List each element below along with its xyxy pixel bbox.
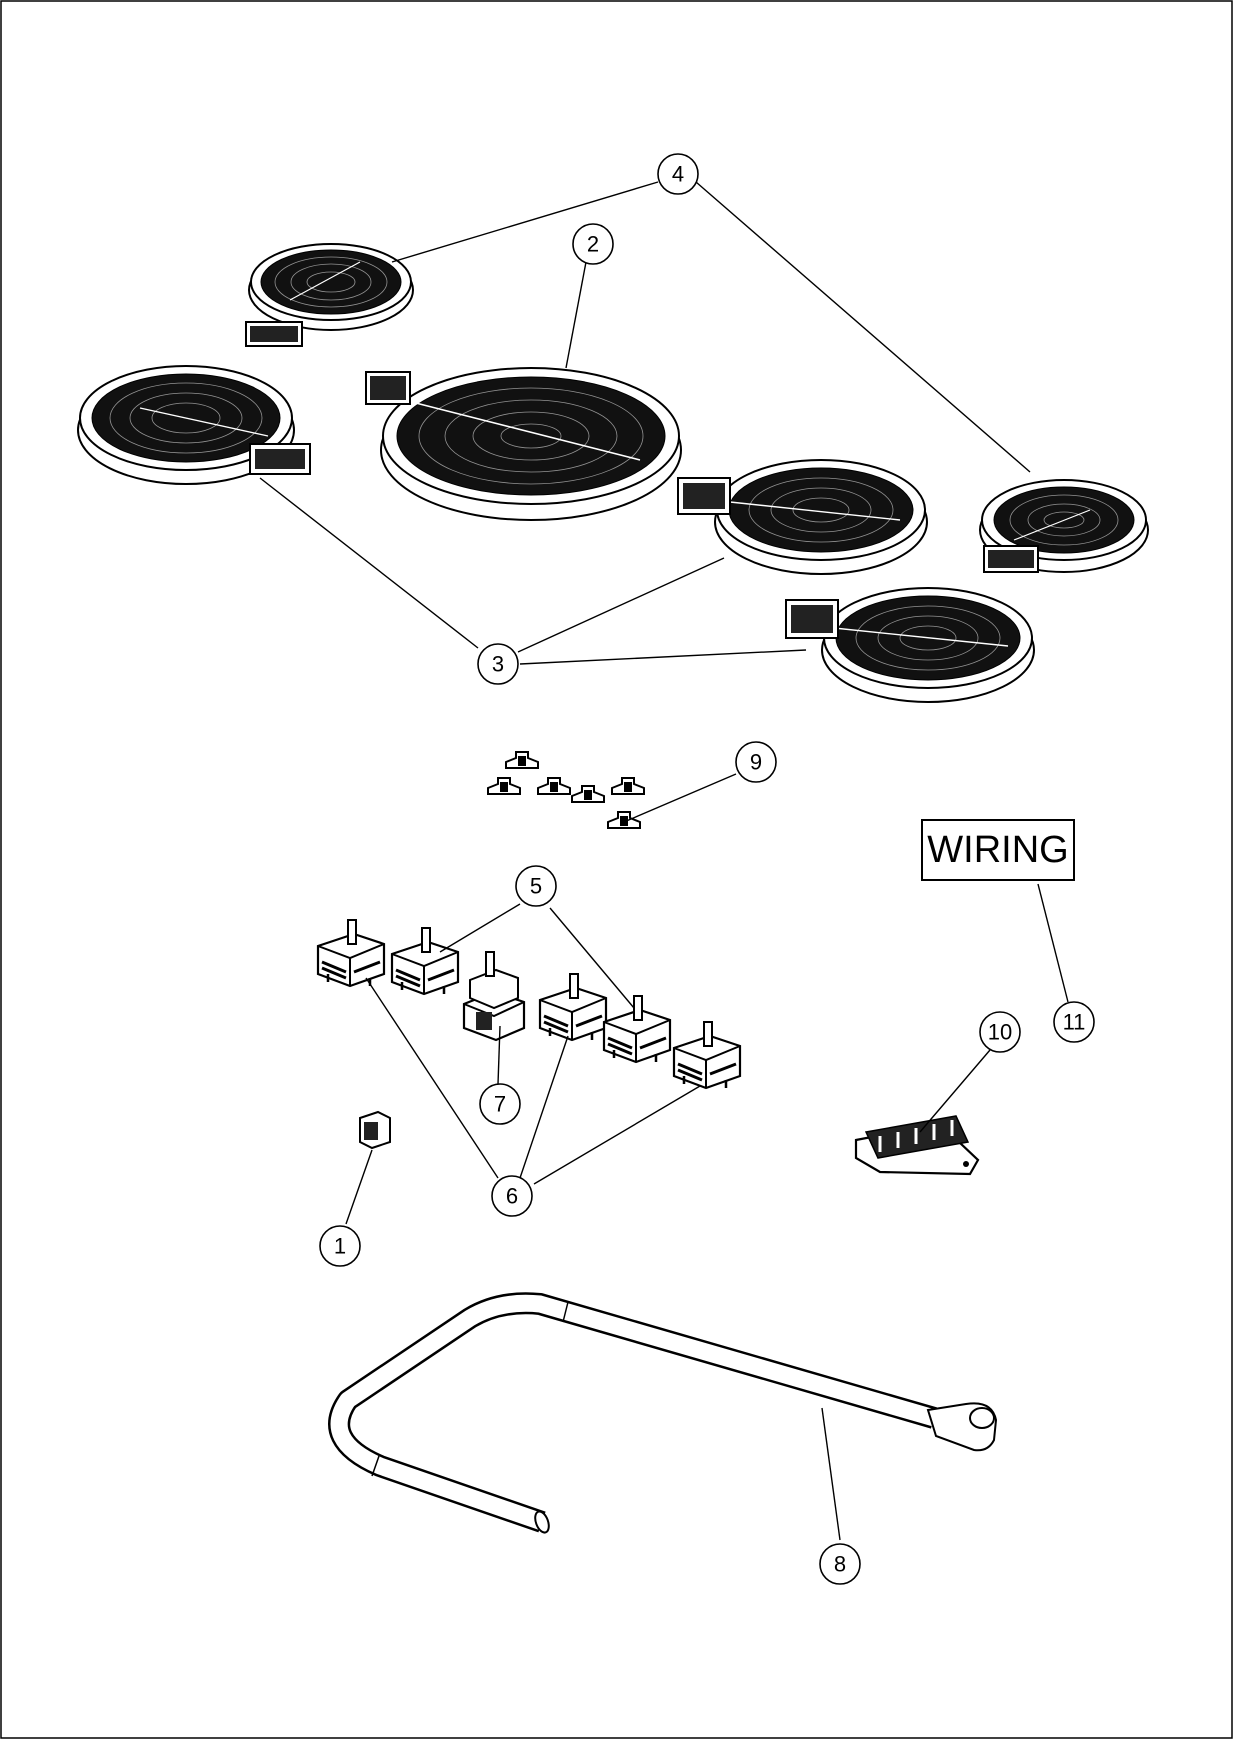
wiring-label-text: WIRING <box>927 829 1068 871</box>
callout-5-text: 5 <box>530 874 542 899</box>
rotary-switch-set <box>316 918 742 1090</box>
callout-7-text: 7 <box>494 1092 506 1117</box>
dual-rotary-switch <box>462 951 526 1042</box>
callout-8-text: 8 <box>834 1552 846 1577</box>
medium-radiant-element-left <box>77 365 311 485</box>
terminal-block <box>854 1115 980 1176</box>
callout-4: 4 <box>657 153 699 195</box>
callout-2: 2 <box>572 223 614 265</box>
callout-6-text: 6 <box>506 1184 518 1209</box>
indicator-light <box>359 1110 391 1150</box>
leader-lines <box>259 181 1069 1541</box>
callout-11: 11 <box>1053 1001 1095 1043</box>
callout-2-text: 2 <box>587 232 599 257</box>
large-radiant-element-center <box>365 367 682 521</box>
medium-radiant-element-lower-right <box>785 587 1035 703</box>
callout-10-text: 10 <box>988 1020 1012 1045</box>
callout-6: 6 <box>491 1175 533 1217</box>
callout-11-text: 11 <box>1063 1010 1086 1035</box>
wiring-label: WIRING <box>921 819 1075 881</box>
callout-9: 9 <box>735 741 777 783</box>
medium-radiant-element-center-right <box>677 459 928 575</box>
callout-3: 3 <box>477 643 519 685</box>
callout-4-text: 4 <box>672 162 684 187</box>
callout-1-text: 1 <box>334 1234 346 1259</box>
callout-7: 7 <box>479 1083 521 1125</box>
small-radiant-element-top-left <box>245 243 414 347</box>
callout-10: 10 <box>979 1011 1021 1053</box>
conduit-tube <box>328 1292 998 1534</box>
clip-set <box>487 751 645 829</box>
callout-5: 5 <box>515 865 557 907</box>
small-radiant-element-right <box>979 479 1149 573</box>
callout-1: 1 <box>319 1225 361 1267</box>
callout-8: 8 <box>819 1543 861 1585</box>
callout-9-text: 9 <box>750 750 762 775</box>
callout-3-text: 3 <box>492 652 504 677</box>
